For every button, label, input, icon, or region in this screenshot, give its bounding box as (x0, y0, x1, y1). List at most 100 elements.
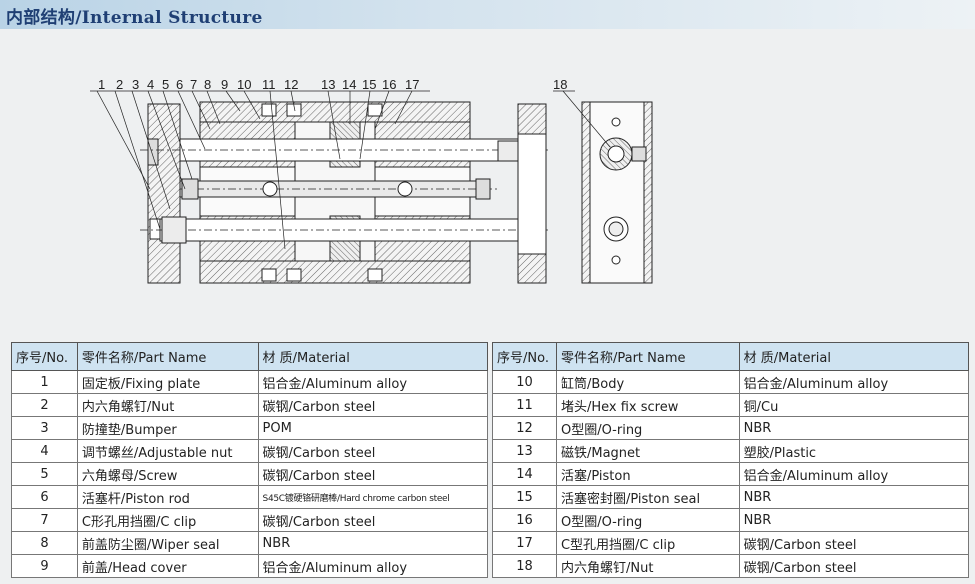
callout-2: 2 (116, 77, 123, 92)
cell-part-name: 内六角螺钉/Nut (76, 393, 259, 417)
section-header: 内部结构/Internal Structure (0, 0, 975, 29)
callout-7: 7 (190, 77, 197, 92)
cell-material: 铝合金/Aluminum alloy (738, 462, 970, 486)
cell-part-name: 活塞/Piston (555, 462, 740, 486)
cell-material: 铜/Cu (738, 393, 970, 417)
cell-part-name: O型圈/O-ring (555, 416, 740, 440)
table-header-row: 序号/No. 零件名称/Part Name 材 质/Material (492, 342, 970, 371)
callout-8: 8 (204, 77, 211, 92)
cell-no: 9 (11, 554, 78, 578)
cell-material: 铝合金/Aluminum alloy (257, 370, 489, 394)
cell-material: S45C镀硬铬研磨棒/Hard chrome carbon steel (257, 485, 489, 509)
column-header-material: 材 质/Material (738, 342, 970, 371)
cell-no: 2 (11, 393, 78, 417)
cell-no: 4 (11, 439, 78, 463)
cell-part-name: 前盖防尘圈/Wiper seal (76, 531, 259, 555)
callout-18: 18 (553, 77, 567, 92)
callout-11: 11 (262, 77, 276, 92)
cell-no: 8 (11, 531, 78, 555)
table-header-row: 序号/No. 零件名称/Part Name 材 质/Material (11, 342, 489, 371)
column-header-no: 序号/No. (492, 342, 557, 371)
callout-6: 6 (176, 77, 183, 92)
callout-10: 10 (237, 77, 251, 92)
cell-material: 碳钢/Carbon steel (257, 439, 489, 463)
cell-material: NBR (738, 508, 970, 532)
column-header-part-name: 零件名称/Part Name (76, 342, 259, 371)
cell-material: 塑胶/Plastic (738, 439, 970, 463)
cell-material: 碳钢/Carbon steel (257, 393, 489, 417)
cell-no: 17 (492, 531, 557, 555)
cell-material: 铝合金/Aluminum alloy (257, 554, 489, 578)
callout-14: 14 (342, 77, 356, 92)
cell-part-name: 堵头/Hex fix screw (555, 393, 740, 417)
cell-material: 碳钢/Carbon steel (738, 554, 970, 578)
cell-part-name: 活塞密封圈/Piston seal (555, 485, 740, 509)
cell-no: 1 (11, 370, 78, 394)
callout-1: 1 (98, 77, 105, 92)
cell-part-name: 活塞杆/Piston rod (76, 485, 259, 509)
cell-material: 铝合金/Aluminum alloy (738, 370, 970, 394)
cell-part-name: C型孔用挡圈/C clip (555, 531, 740, 555)
cell-material: 碳钢/Carbon steel (257, 462, 489, 486)
cell-no: 11 (492, 393, 557, 417)
cell-material: NBR (257, 531, 489, 555)
cell-no: 13 (492, 439, 557, 463)
cell-no: 5 (11, 462, 78, 486)
callout-5: 5 (162, 77, 169, 92)
callout-15: 15 (362, 77, 376, 92)
callout-17: 17 (405, 77, 419, 92)
cell-no: 6 (11, 485, 78, 509)
cell-part-name: O型圈/O-ring (555, 508, 740, 532)
cell-material: NBR (738, 416, 970, 440)
cell-no: 16 (492, 508, 557, 532)
cell-no: 14 (492, 462, 557, 486)
cell-part-name: 内六角螺钉/Nut (555, 554, 740, 578)
cell-part-name: C形孔用挡圈/C clip (76, 508, 259, 532)
column-header-no: 序号/No. (11, 342, 78, 371)
section-title: 内部结构/Internal Structure (6, 8, 263, 28)
cell-part-name: 六角螺母/Screw (76, 462, 259, 486)
cell-part-name: 磁铁/Magnet (555, 439, 740, 463)
cell-no: 12 (492, 416, 557, 440)
cell-part-name: 调节螺丝/Adjustable nut (76, 439, 259, 463)
cell-no: 18 (492, 554, 557, 578)
cell-part-name: 固定板/Fixing plate (76, 370, 259, 394)
cell-no: 15 (492, 485, 557, 509)
cell-material: POM (257, 416, 489, 440)
cell-material: 碳钢/Carbon steel (257, 508, 489, 532)
cell-part-name: 缸筒/Body (555, 370, 740, 394)
cell-material: 碳钢/Carbon steel (738, 531, 970, 555)
callout-13: 13 (321, 77, 335, 92)
column-header-part-name: 零件名称/Part Name (555, 342, 740, 371)
cell-part-name: 防撞垫/Bumper (76, 416, 259, 440)
cell-part-name: 前盖/Head cover (76, 554, 259, 578)
cell-no: 10 (492, 370, 557, 394)
callout-9: 9 (221, 77, 228, 92)
callout-4: 4 (147, 77, 154, 92)
cell-no: 7 (11, 508, 78, 532)
callout-16: 16 (382, 77, 396, 92)
callout-3: 3 (132, 77, 139, 92)
internal-structure-drawing: 1 2 3 4 5 6 7 8 9 10 11 12 13 14 15 16 1… (90, 77, 653, 284)
cell-material: NBR (738, 485, 970, 509)
column-header-material: 材 质/Material (257, 342, 489, 371)
